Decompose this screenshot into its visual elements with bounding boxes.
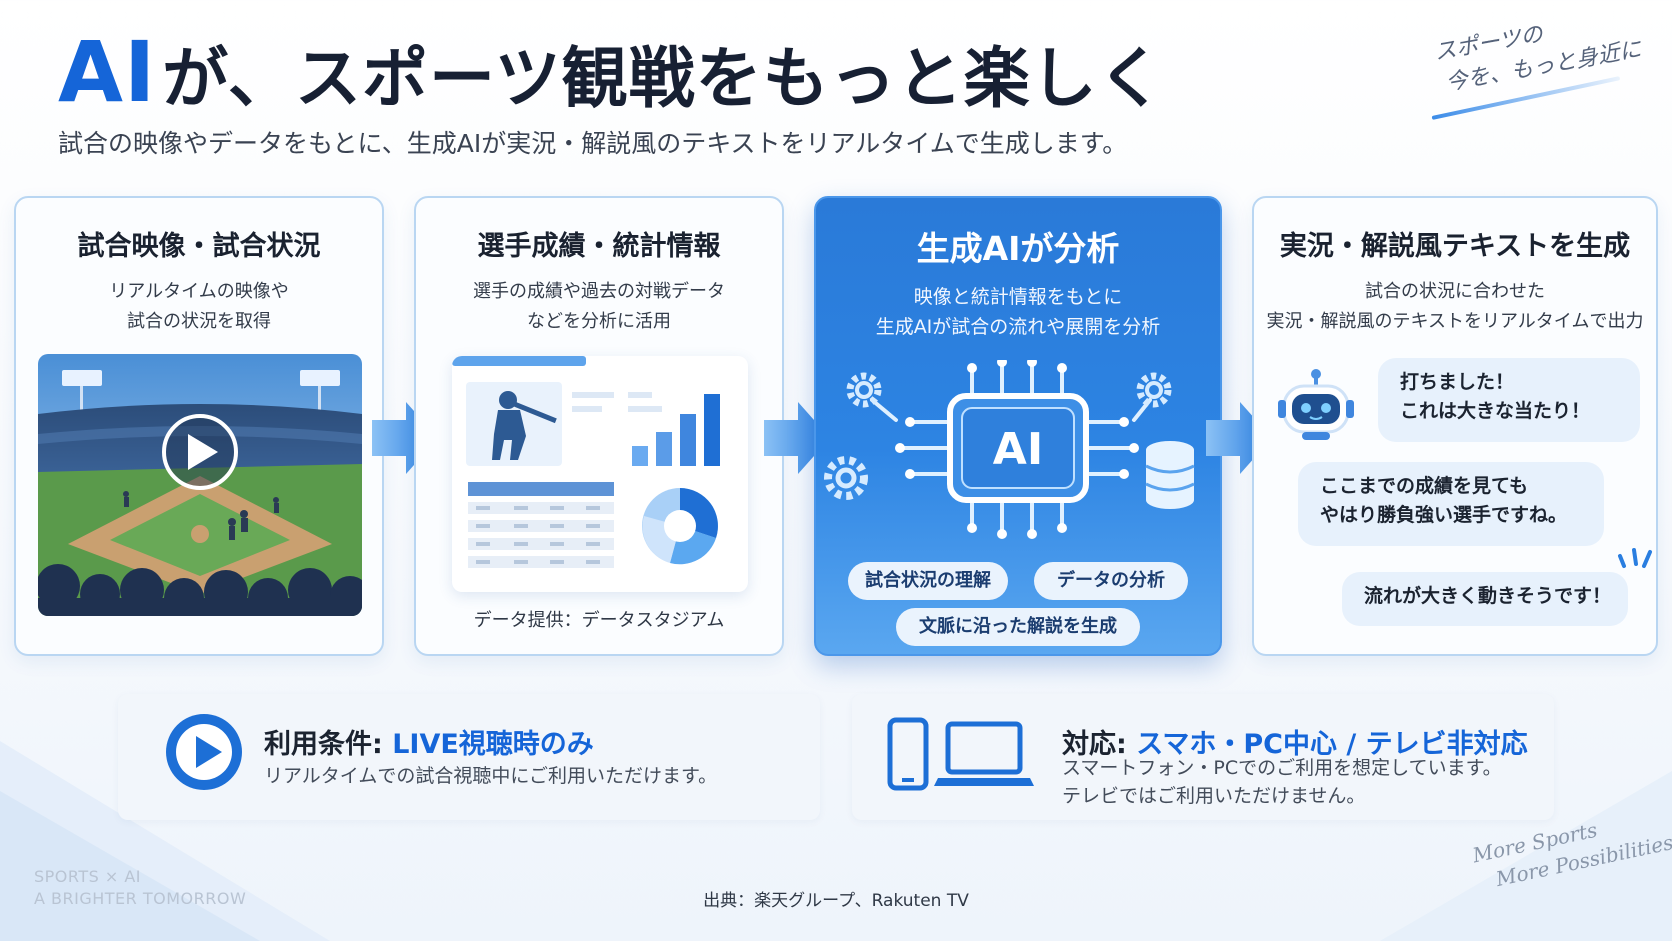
- stadium-video-thumbnail[interactable]: [38, 354, 362, 616]
- step-card-video: 試合映像・試合状況 リアルタイムの映像や 試合の状況を取得: [14, 196, 384, 656]
- step-desc: 映像と統計情報をもとに 生成AIが試合の流れや展開を分析: [875, 286, 1161, 338]
- data-table-icon: [468, 482, 614, 568]
- gear-icon: [846, 372, 882, 408]
- page-subtitle: 試合の映像やデータをもとに、生成AIが実況・解説風のテキストをリアルタイムで生成…: [58, 129, 1128, 158]
- step-title: 試合映像・試合状況: [77, 231, 321, 262]
- commentary-bubble: 打ちました！ これは大きな当たり！: [1378, 358, 1640, 442]
- commentary-bubble: 流れが大きく動きそうです！: [1342, 572, 1628, 626]
- data-credit: データ提供：データスタジアム: [473, 610, 725, 631]
- step-card-commentary: 実況・解説風テキストを生成 試合の状況に合わせた 実況・解説風のテキストをリアル…: [1252, 196, 1658, 656]
- commentary-bubble: ここまでの成績を見ても やはり勝負強い選手ですね。: [1298, 462, 1604, 546]
- gear-icon: [824, 456, 868, 500]
- step-desc: リアルタイムの映像や 試合の状況を取得: [109, 281, 289, 332]
- ai-feature-pill: データの分析: [1034, 562, 1188, 600]
- gear-icon: [1136, 372, 1172, 408]
- robot-icon: [1278, 369, 1354, 440]
- database-icon: [1145, 441, 1195, 509]
- page-title: AIが、スポーツ観戦をもっと楽しく: [58, 23, 1165, 121]
- stats-dashboard-illustration: [452, 356, 748, 592]
- step-desc: 試合の状況に合わせた 実況・解説風のテキストをリアルタイムで出力: [1266, 281, 1644, 332]
- device-body: スマートフォン・PCでのご利用を想定しています。 テレビではご利用いただけません…: [1062, 757, 1502, 807]
- step-title: 選手成績・統計情報: [477, 231, 721, 262]
- usage-condition-panel: 利用条件: LIVE視聴時のみ リアルタイムでの試合視聴中にご利用いただけます。: [118, 694, 820, 820]
- step-card-ai: 生成AIが分析 映像と統計情報をもとに 生成AIが試合の流れや展開を分析 AI: [814, 196, 1222, 656]
- play-circle-icon: [166, 714, 242, 790]
- ai-chip-illustration: AI: [824, 360, 1195, 539]
- devices-icon: [887, 717, 1034, 791]
- slogan: スポーツの 今を、もっと身近に: [1432, 21, 1644, 97]
- device-support-panel: 対応: スマホ・PC中心 / テレビ非対応 スマートフォン・PCでのご利用を想定…: [852, 694, 1554, 820]
- step-title: 実況・解説風テキストを生成: [1279, 231, 1631, 262]
- step-title: 生成AIが分析: [916, 229, 1120, 268]
- step-desc: 選手の成績や過去の対戦データ などを分析に活用: [473, 281, 725, 332]
- device-heading: 対応: スマホ・PC中心 / テレビ非対応: [1062, 729, 1528, 760]
- ai-chip-label: AI: [993, 424, 1043, 475]
- play-icon: [188, 434, 218, 470]
- step-card-stats: 選手成績・統計情報 選手の成績や過去の対戦データ などを分析に活用: [414, 196, 784, 656]
- footer-tagline-left: SPORTS × AI A BRIGHTER TOMORROW: [34, 867, 247, 908]
- flow-arrow-icon: [764, 402, 830, 474]
- source-credit: 出典：楽天グループ、Rakuten TV: [703, 891, 969, 911]
- donut-chart-icon: [642, 488, 718, 565]
- sparkle-icon: [1618, 548, 1652, 568]
- bar-chart-icon: [632, 394, 720, 466]
- usage-body: リアルタイムでの試合視聴中にご利用いただけます。: [264, 765, 718, 787]
- usage-heading: 利用条件: LIVE視聴時のみ: [264, 729, 594, 760]
- ai-feature-pill: 文脈に沿った解説を生成: [896, 608, 1140, 646]
- batter-silhouette-icon: [492, 391, 557, 460]
- ai-feature-pill: 試合状況の理解: [848, 562, 1008, 600]
